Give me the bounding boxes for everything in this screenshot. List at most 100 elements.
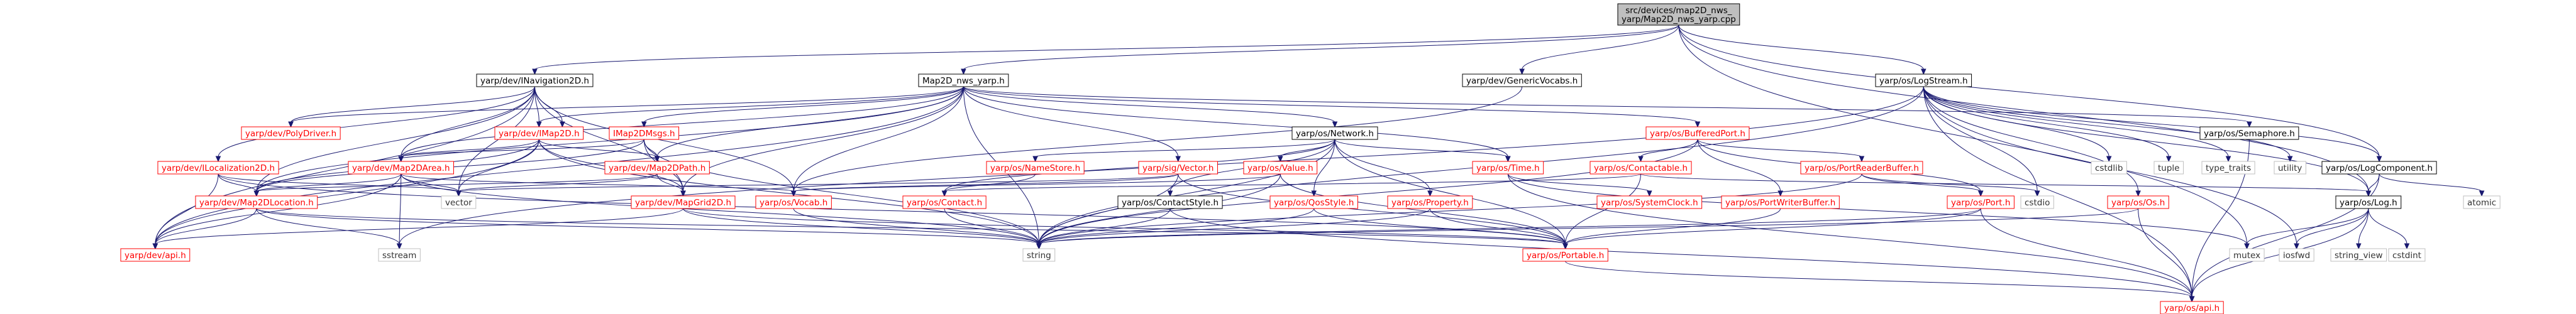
node-box [2020, 195, 2054, 209]
node-label: yarp/os/Vocab.h [760, 198, 827, 208]
node-contactstyle[interactable]: yarp/os/ContactStyle.h [1117, 195, 1223, 209]
edge-log-to-iosfwd [2294, 208, 2369, 250]
node-box [2153, 161, 2184, 175]
node-box [1875, 73, 1972, 87]
node-box [2091, 161, 2127, 175]
edge-port-to-string [1036, 208, 1981, 250]
edge-contactstyle-to-osapi [1169, 208, 2195, 303]
node-box [494, 126, 584, 140]
node-semaphore[interactable]: yarp/os/Semaphore.h [2199, 126, 2299, 140]
node-label: yarp/dev/Map2DArea.h [352, 163, 450, 173]
node-logstream[interactable]: yarp/os/LogStream.h [1875, 73, 1972, 87]
node-label: yarp/dev/IMap2D.h [499, 129, 580, 139]
node-label: yarp/os/NameStore.h [990, 163, 1080, 173]
edge-network-to-namestore [1032, 139, 1335, 163]
node-box [157, 161, 279, 175]
edge-portable-to-osapi [1565, 261, 2195, 303]
edge-value-to-portable [1280, 173, 1568, 250]
node-box [378, 248, 421, 262]
edge-contactable-to-log [1640, 173, 2372, 197]
node-sstream: sstream [378, 248, 421, 262]
edge-map2dpath-to-mapgrid2d [656, 173, 686, 197]
node-map2dlocation: yarp/dev/Map2DLocation.h [195, 195, 318, 209]
edge-portreaderbuffer-to-string [1036, 173, 1862, 250]
node-genericvocabs[interactable]: yarp/dev/GenericVocabs.h [1462, 73, 1582, 87]
node-label: atomic [2467, 198, 2496, 208]
node-nav2d[interactable]: yarp/dev/INavigation2D.h [476, 73, 594, 87]
edge-root-to-logstream [1678, 24, 1926, 75]
node-imap2dmsgs: IMap2DMsgs.h [609, 126, 680, 140]
edge-qosstyle-to-string [1036, 208, 1315, 250]
edge-logstream-to-tuple [1923, 86, 2172, 163]
node-box [1721, 195, 1840, 209]
node-imap2d: yarp/dev/IMap2D.h [494, 126, 584, 140]
edge-logstream-to-logcomponent [1923, 86, 2382, 163]
node-label: type_traits [2206, 163, 2251, 173]
node-network[interactable]: yarp/os/Network.h [1291, 126, 1378, 140]
node-atomic: atomic [2463, 195, 2501, 209]
edge-portreaderbuffer-to-port [1861, 173, 1984, 197]
edge-network-to-time [1334, 139, 1511, 163]
node-box [2199, 126, 2299, 140]
node-cstdio: cstdio [2020, 195, 2054, 209]
edge-root-to-nav2d [532, 24, 1679, 75]
node-string: string [1022, 248, 1056, 262]
node-box [2330, 248, 2387, 262]
node-box [2274, 161, 2306, 175]
edge-property-to-string [1036, 208, 1430, 250]
node-box [1645, 126, 1750, 140]
node-box [348, 161, 454, 175]
node-map2dpath: yarp/dev/Map2DPath.h [604, 161, 710, 175]
edges-layer [152, 24, 2485, 303]
edge-value-to-vocab [790, 173, 1281, 197]
node-label: yarp/dev/PolyDriver.h [245, 129, 336, 139]
node-box [1022, 248, 1056, 262]
node-sigvector: yarp/sig/Vector.h [1138, 161, 1218, 175]
node-label: yarp/os/Portable.h [1527, 251, 1604, 261]
node-label: yarp/dev/ILocalization2D.h [162, 163, 275, 173]
node-label: yarp/sig/Vector.h [1142, 163, 1213, 173]
node-label: yarp/os/Log.h [2340, 198, 2397, 208]
node-box [441, 195, 477, 209]
edge-map2dlocation-to-sstream [256, 208, 402, 250]
node-qosstyle: yarp/os/QosStyle.h [1269, 195, 1358, 209]
node-label: src/devices/map2D_nws_ [1625, 6, 1732, 16]
edge-logcomponent-to-osapi [2189, 173, 2380, 303]
edge-time-to-systemclock [1507, 173, 1652, 197]
edge-map2dnws-to-sigvector [963, 86, 1181, 163]
node-label: string [1027, 251, 1051, 261]
node-log[interactable]: yarp/os/Log.h [2335, 195, 2402, 209]
edge-log-to-cstdint [2368, 208, 2410, 250]
node-label: yarp/os/LogComponent.h [2326, 163, 2433, 173]
edge-bufferedport-to-contactable [1638, 139, 1698, 163]
edge-portreaderbuffer-to-cstdio [1861, 173, 2040, 197]
edge-logstream-to-log [1923, 86, 2372, 197]
node-box [1138, 161, 1218, 175]
edge-logstream-to-os [1923, 86, 2141, 197]
node-logcomponent[interactable]: yarp/os/LogComponent.h [2321, 161, 2437, 175]
node-cstdlib: cstdlib [2091, 161, 2127, 175]
node-label: tuple [2158, 163, 2179, 173]
node-label: yarp/os/Port.h [1951, 198, 2010, 208]
node-box [195, 195, 318, 209]
edge-map2darea-to-sstream [396, 173, 402, 250]
node-box [1462, 73, 1582, 87]
node-label: Map2D_nws_yarp.h [922, 76, 1005, 86]
node-map2dnws[interactable]: Map2D_nws_yarp.h [918, 73, 1009, 87]
node-os: yarp/os/Os.h [2107, 195, 2169, 209]
edge-logcomponent-to-atomic [2379, 173, 2485, 197]
node-label: string_view [2335, 251, 2383, 261]
node-box [1596, 195, 1703, 209]
edge-logstream-to-cstdio [1923, 86, 2040, 197]
node-box [1589, 161, 1692, 175]
edge-nav2d-to-vector [456, 86, 535, 197]
node-devapi: yarp/dev/api.h [120, 248, 191, 262]
node-systemclock: yarp/os/SystemClock.h [1596, 195, 1703, 209]
node-portable: yarp/os/Portable.h [1522, 248, 1608, 262]
edge-mapgrid2d-to-devapi [152, 208, 683, 250]
node-value: yarp/os/Value.h [1243, 161, 1318, 175]
node-vector: vector [441, 195, 477, 209]
node-box [1617, 3, 1740, 26]
node-box [1291, 126, 1378, 140]
